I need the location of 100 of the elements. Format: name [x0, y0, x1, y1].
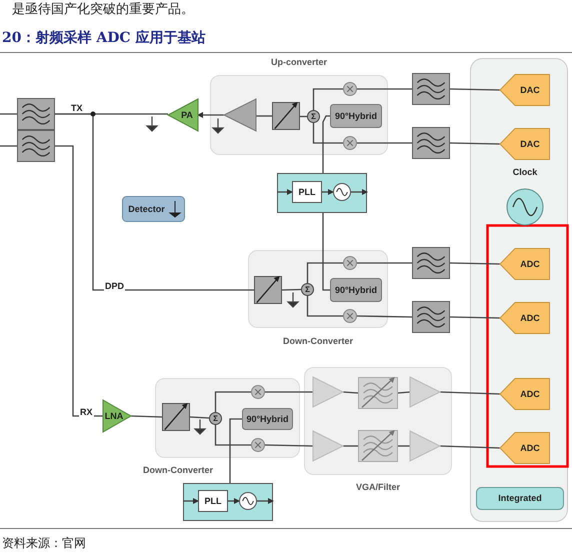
converter-block — [500, 128, 550, 160]
clock-symbol — [505, 168, 545, 226]
connector-line — [440, 445, 500, 449]
arrow — [183, 498, 199, 504]
connector-line — [357, 142, 412, 144]
connector-line — [264, 444, 314, 447]
connector-line — [398, 391, 410, 394]
block-label: Σ — [305, 286, 310, 294]
connector-line — [214, 391, 251, 412]
oscillator-symbol — [333, 183, 351, 201]
block-label: ADC — [520, 314, 540, 322]
connector-line — [214, 425, 251, 446]
pll-block — [198, 490, 228, 512]
highlight-frame — [486, 224, 569, 468]
block-label: 90°Hybrid — [334, 112, 378, 120]
body-text: 是亟待国产化突破的重要产品。 — [12, 1, 194, 18]
edge-label: RX — [79, 408, 94, 417]
connector-line — [312, 123, 343, 144]
connector-line — [256, 115, 272, 117]
amplifier-symbol — [224, 99, 256, 131]
connector-line — [0, 113, 17, 115]
block-label: ADC — [520, 444, 540, 452]
attenuator-symbol — [162, 403, 190, 431]
block-label: PLL — [204, 496, 222, 506]
connector-line — [55, 113, 254, 291]
chip-panel — [470, 58, 568, 522]
group-title: Up-converter — [270, 58, 328, 67]
connector-line — [450, 316, 500, 319]
figure-title: 20：射频采样 ADC 应用于基站 — [2, 29, 206, 47]
group-panel — [248, 250, 388, 346]
block-label: PLL — [298, 188, 316, 196]
connector-line — [450, 262, 500, 265]
connector-line — [0, 145, 17, 147]
connector-line — [322, 213, 330, 291]
amplifier-symbol — [410, 377, 440, 407]
attenuator-symbol — [254, 276, 282, 304]
arrow — [351, 189, 368, 195]
pll-panel — [183, 483, 273, 521]
connector-line — [440, 391, 500, 395]
amplifier-symbol — [313, 431, 343, 461]
block-label: Clock — [512, 168, 538, 177]
hybrid-block — [242, 408, 293, 430]
converter-block — [500, 74, 550, 106]
converter-block — [500, 378, 550, 410]
connector-line — [300, 116, 307, 118]
connector-line — [343, 445, 358, 447]
group-panel — [304, 367, 452, 492]
connector-line — [190, 416, 210, 419]
source-note: 资料来源：官网 — [2, 535, 86, 552]
amplifier-symbol — [313, 377, 343, 407]
converter-block — [500, 302, 550, 334]
group-title: VGA/Filter — [354, 483, 401, 492]
arrow — [228, 498, 240, 504]
hybrid-block — [330, 104, 382, 128]
arrow — [257, 498, 274, 504]
converter-block — [500, 432, 550, 464]
chip-label-tag — [476, 487, 564, 510]
arrow — [197, 112, 224, 118]
converter-block — [500, 248, 550, 280]
connector-line — [450, 142, 500, 145]
connector-line — [130, 415, 162, 418]
block-label: Integrated — [498, 494, 542, 503]
arrow — [322, 189, 334, 195]
connector-line — [229, 418, 242, 483]
block-label: Σ — [311, 112, 316, 120]
block-label: DAC — [520, 140, 540, 148]
connector-line — [265, 391, 313, 393]
connector-line — [306, 262, 343, 283]
group-panel — [210, 58, 388, 155]
oscillator-symbol — [239, 492, 257, 510]
filter-symbol — [412, 127, 450, 159]
connector-line — [342, 391, 358, 394]
group-title: Down-Converter — [282, 337, 354, 346]
connector-line — [357, 262, 412, 264]
block-label: LNA — [104, 412, 124, 420]
connector-line — [398, 445, 410, 447]
filter-symbol — [412, 247, 450, 279]
connector-line — [282, 288, 302, 291]
block-label: ADC — [520, 260, 540, 268]
amplifier-symbol — [103, 400, 131, 432]
filter-symbol — [412, 301, 450, 333]
block-label: PA — [181, 110, 193, 120]
block-label: Σ — [213, 414, 218, 422]
edge-label: TX — [70, 104, 84, 113]
amplifier-symbol — [168, 99, 198, 131]
filter-symbol — [17, 98, 55, 130]
amplifier-symbol — [410, 431, 440, 461]
pll-panel — [277, 173, 367, 213]
connector-line — [306, 296, 343, 317]
connector-line — [312, 88, 343, 110]
block-label: 90°Hybrid — [246, 414, 289, 424]
detector-block — [122, 196, 185, 222]
block-label: Detector — [128, 204, 165, 214]
block-label: 90°Hybrid — [334, 286, 378, 294]
attenuator-symbol — [272, 102, 300, 130]
connector-line — [55, 145, 103, 417]
connector-line — [450, 88, 500, 91]
tunable-filter-symbol — [358, 377, 398, 409]
group-title: Down-Converter — [143, 466, 214, 475]
block-label: DAC — [520, 86, 540, 94]
